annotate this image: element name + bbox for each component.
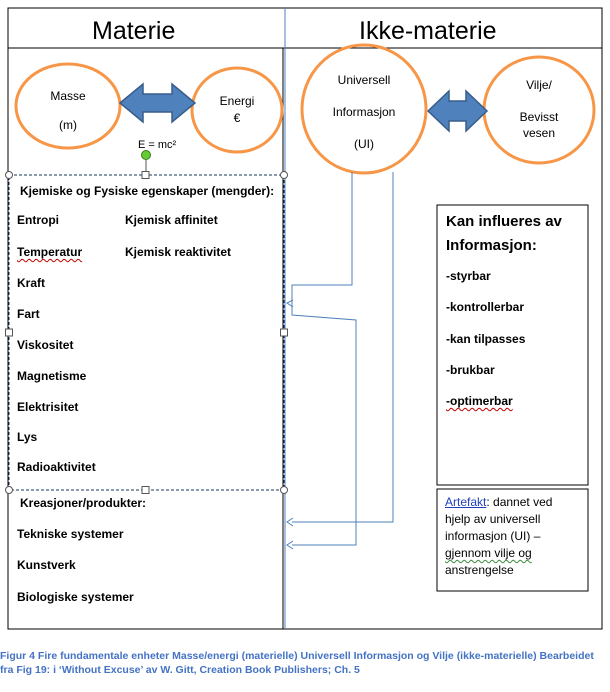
artefakt-line1: : dannet ved xyxy=(486,495,553,509)
selection-handles xyxy=(5,171,288,494)
masse-circle xyxy=(14,62,122,150)
ui-label-2: Informasjon xyxy=(332,105,396,119)
artefakt-box xyxy=(436,488,589,592)
properties-title: Kjemiske og Fysiske egenskaper (mengder)… xyxy=(20,184,275,198)
property-kjemisk-reaktivitet: Kjemisk reaktivitet xyxy=(125,245,232,259)
connector-arrowheads xyxy=(286,299,294,550)
property-entropi: Entropi xyxy=(17,213,59,227)
equation-label: E = mc² xyxy=(138,139,177,151)
artefakt-line4: gjennom vilje og xyxy=(445,546,532,560)
ui-label-3: (UI) xyxy=(354,137,374,151)
influence-title-line1: Kan influeres av xyxy=(446,213,562,230)
influence-kan-tilpasses: -kan tilpasses xyxy=(446,332,526,346)
influence-box xyxy=(436,204,589,486)
energi-label: Energi xyxy=(219,94,255,108)
ui-circle xyxy=(300,43,428,175)
energi-symbol: € xyxy=(233,111,241,125)
header-ikke-materie: Ikke-materie xyxy=(359,17,497,45)
property-radioaktivitet: Radioaktivitet xyxy=(17,460,96,474)
header-materie: Materie xyxy=(92,17,176,45)
artefakt-text: Artefakt: dannet ved hjelp av universell… xyxy=(445,494,552,579)
masse-symbol: (m) xyxy=(59,118,77,132)
property-elektrisitet: Elektrisitet xyxy=(17,400,79,414)
property-lys: Lys xyxy=(17,430,38,444)
outer-frame xyxy=(7,7,603,630)
creation-biologiske: Biologiske systemer xyxy=(17,590,134,604)
artefakt-line5: anstrengelse xyxy=(445,563,514,577)
influence-brukbar: -brukbar xyxy=(446,363,495,377)
property-kjemisk-affinitet: Kjemisk affinitet xyxy=(125,213,218,227)
figure-caption-line1: Figur 4 Fire fundamentale enheter Masse/… xyxy=(0,650,594,662)
creations-title: Kreasjoner/produkter: xyxy=(20,496,147,510)
energi-circle xyxy=(190,66,284,154)
creation-tekniske: Tekniske systemer xyxy=(17,527,124,541)
ui-label-1: Universell xyxy=(337,73,391,87)
ui-vilje-arrow xyxy=(426,89,489,133)
influence-title: Kan influeres av Informasjon: xyxy=(446,210,562,258)
artefakt-line2: hjelp av universell xyxy=(445,512,541,526)
masse-energi-arrow xyxy=(118,82,197,124)
property-temperatur: Temperatur xyxy=(17,245,83,259)
property-magnetisme: Magnetisme xyxy=(17,369,87,383)
influence-title-line2: Informasjon: xyxy=(446,237,537,254)
influence-kontrollerbar: -kontrollerbar xyxy=(446,300,525,314)
artefakt-term[interactable]: Artefakt xyxy=(445,495,487,509)
influence-styrbar: -styrbar xyxy=(446,269,491,283)
figure-caption-line2: fra Fig 19: i ‘Without Excuse’ av W. Git… xyxy=(0,664,360,676)
property-fart: Fart xyxy=(17,307,40,321)
rotation-handle xyxy=(141,150,151,160)
vilje-label-3: vesen xyxy=(522,126,556,140)
ui-connectors xyxy=(291,172,394,546)
property-viskositet: Viskositet xyxy=(17,338,74,352)
influence-optimerbar: -optimerbar xyxy=(446,394,513,408)
vilje-label-2: Bevisst xyxy=(519,110,559,124)
masse-label: Masse xyxy=(50,89,86,103)
vilje-label-1: Vilje/ xyxy=(526,78,552,92)
property-kraft: Kraft xyxy=(17,276,46,290)
artefakt-line3: informasjon (UI) – xyxy=(445,529,541,543)
creation-kunstverk: Kunstverk xyxy=(17,558,76,572)
